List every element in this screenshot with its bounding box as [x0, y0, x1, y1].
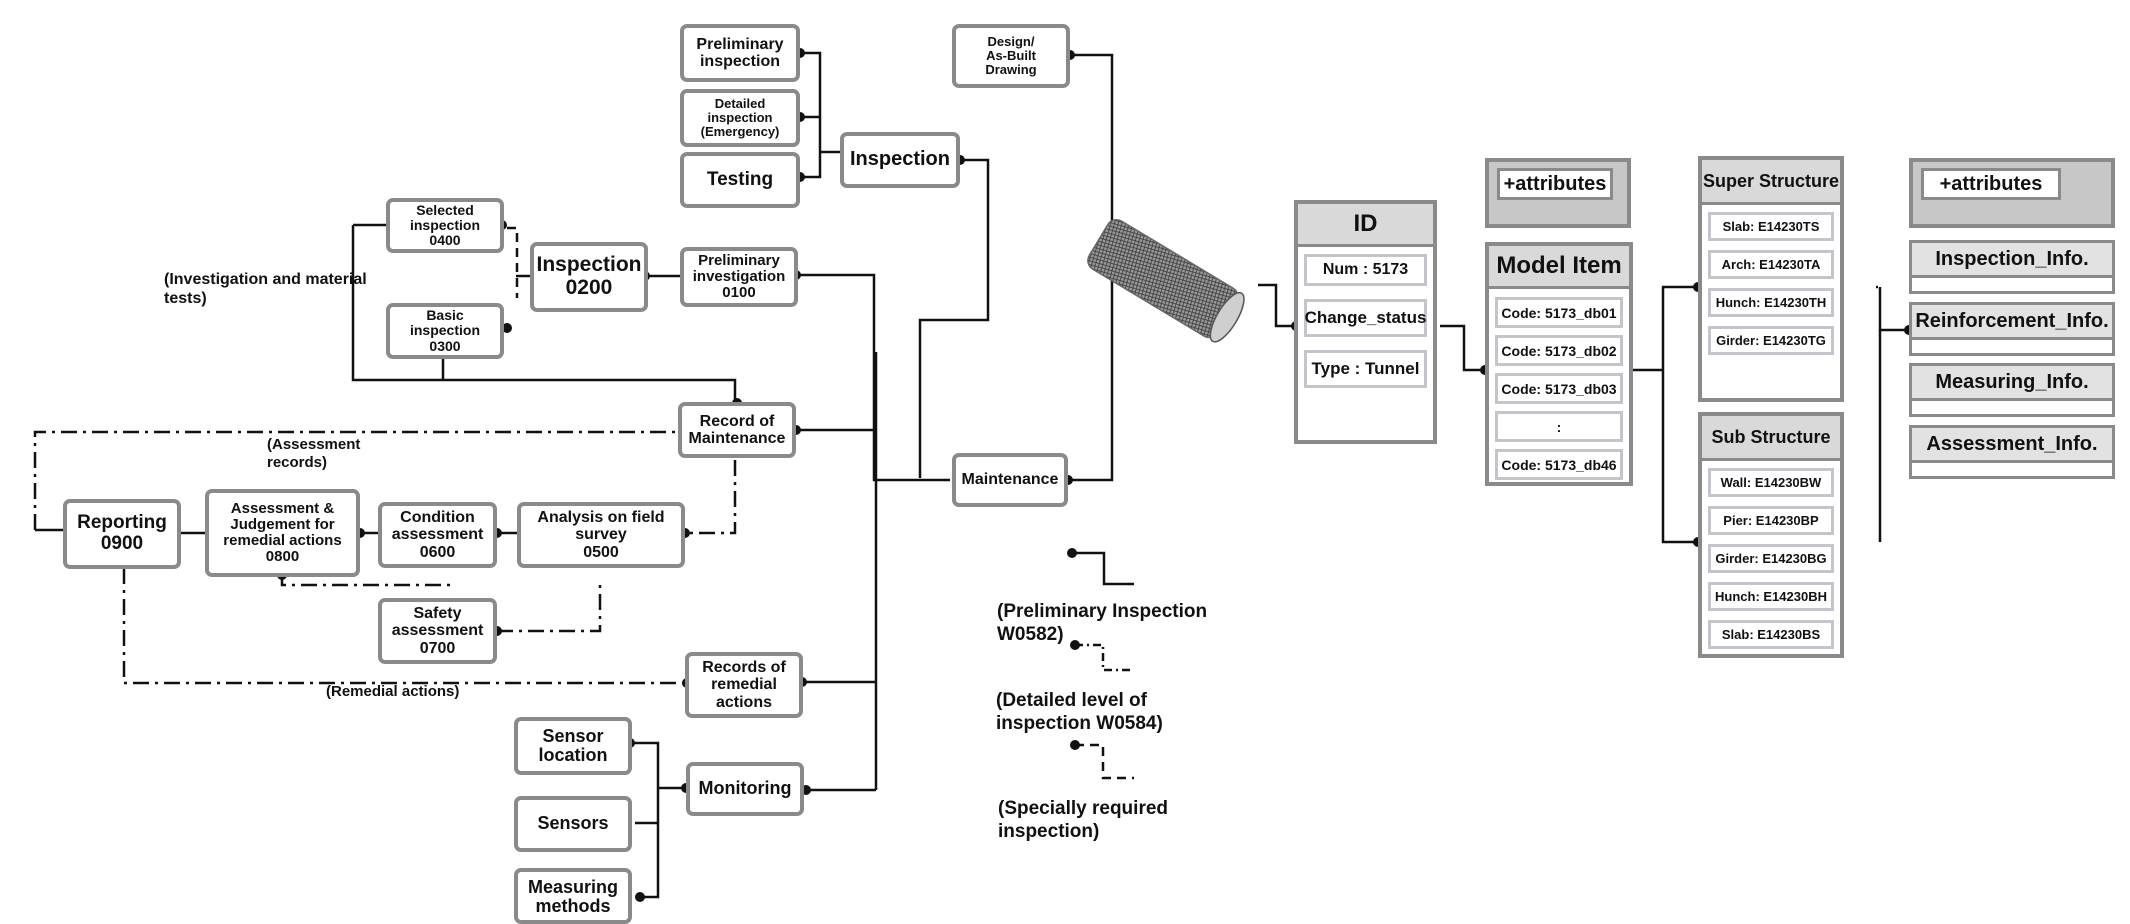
detailed-inspection-box: Detailed inspection (Emergency)	[680, 89, 800, 147]
tunnel-icon	[1087, 218, 1245, 343]
basic-inspection-box: Basic inspection 0300	[386, 303, 504, 359]
maintenance-box: Maintenance	[952, 453, 1068, 507]
assessment-info-title: Assessment_Info.	[1912, 428, 2112, 463]
super-structure-item: Arch: E14230TA	[1708, 250, 1834, 279]
safety-assessment-box: Safety assessment 0700	[378, 598, 497, 664]
sensor-location-box: Sensor location	[514, 717, 632, 775]
testing-box: Testing	[680, 152, 800, 208]
model-item-attributes-label: +attributes	[1497, 168, 1613, 200]
condition-assessment-box: Condition assessment 0600	[378, 502, 497, 568]
info-attributes-label: +attributes	[1921, 168, 2061, 200]
preliminary-inspection-box: Preliminary inspection	[680, 24, 800, 82]
info-attributes: +attributes	[1909, 158, 2115, 228]
sub-structure-class: Sub Structure Wall: E14230BW Pier: E1423…	[1698, 412, 1844, 658]
preliminary-investigation-box: Preliminary investigation 0100	[680, 247, 798, 307]
legend-detailed: (Detailed level of inspection W0584)	[996, 690, 1163, 734]
sub-structure-item: Wall: E14230BW	[1708, 468, 1834, 497]
assessment-info-class: Assessment_Info.	[1909, 425, 2115, 479]
sub-structure-title: Sub Structure	[1702, 416, 1840, 461]
model-item-code: Code: 5173_db02	[1495, 335, 1623, 366]
sub-structure-item: Hunch: E14230BH	[1708, 582, 1834, 611]
measuring-info-class: Measuring_Info.	[1909, 363, 2115, 417]
sub-structure-item: Pier: E14230BP	[1708, 506, 1834, 535]
selected-inspection-box: Selected inspection 0400	[386, 198, 504, 253]
measuring-methods-box: Measuring methods	[514, 868, 632, 924]
reinforcement-info-class: Reinforcement_Info.	[1909, 302, 2115, 356]
id-field-num: Num : 5173	[1304, 254, 1427, 286]
model-item-class: Model Item Code: 5173_db01 Code: 5173_db…	[1485, 242, 1633, 486]
super-structure-class: Super Structure Slab: E14230TS Arch: E14…	[1698, 156, 1844, 402]
design-drawing-box: Design/ As-Built Drawing	[952, 24, 1070, 88]
model-item-code-ellipsis: :	[1495, 411, 1623, 442]
assessment-records-label: (Assessment records)	[267, 436, 361, 471]
id-class-title: ID	[1298, 204, 1433, 247]
super-structure-item: Hunch: E14230TH	[1708, 288, 1834, 317]
inspection-info-class: Inspection_Info.	[1909, 240, 2115, 294]
model-item-attributes: +attributes	[1485, 158, 1631, 228]
record-of-maintenance-box: Record of Maintenance	[678, 402, 796, 458]
model-item-code: Code: 5173_db46	[1495, 449, 1623, 480]
super-structure-item: Girder: E14230TG	[1708, 326, 1834, 355]
monitoring-box: Monitoring	[686, 762, 804, 816]
connector-lines	[33, 48, 1934, 902]
super-structure-item: Slab: E14230TS	[1708, 212, 1834, 241]
records-remedial-box: Records of remedial actions	[685, 652, 803, 718]
id-field-change-status: Change_status	[1304, 299, 1427, 337]
reinforcement-info-title: Reinforcement_Info.	[1912, 305, 2112, 340]
assessment-judgement-box: Assessment & Judgement for remedial acti…	[205, 489, 360, 577]
super-structure-title: Super Structure	[1702, 160, 1840, 205]
investigation-tests-label: (Investigation and material tests)	[164, 271, 367, 308]
model-item-title: Model Item	[1489, 246, 1629, 289]
model-item-code: Code: 5173_db01	[1495, 297, 1623, 328]
inspection-0200-box: Inspection 0200	[530, 242, 648, 312]
legend-preliminary: (Preliminary Inspection W0582)	[997, 601, 1208, 645]
measuring-info-title: Measuring_Info.	[1912, 366, 2112, 401]
remedial-actions-label: (Remedial actions)	[326, 683, 460, 700]
inspection-info-title: Inspection_Info.	[1912, 243, 2112, 278]
sub-structure-item: Slab: E14230BS	[1708, 620, 1834, 649]
inspection-box: Inspection	[840, 132, 960, 188]
reporting-box: Reporting 0900	[63, 499, 181, 569]
id-field-type: Type : Tunnel	[1304, 350, 1427, 388]
tunnel-maintenance-diagram: Preliminary inspection Detailed inspecti…	[33, 24, 2115, 924]
model-item-code: Code: 5173_db03	[1495, 373, 1623, 404]
analysis-field-survey-box: Analysis on field survey 0500	[517, 502, 685, 568]
legend-special: (Specially required inspection)	[998, 798, 1169, 842]
sub-structure-item: Girder: E14230BG	[1708, 544, 1834, 573]
id-class: ID Num : 5173 Change_status Type : Tunne…	[1294, 200, 1437, 444]
sensors-box: Sensors	[514, 796, 632, 852]
